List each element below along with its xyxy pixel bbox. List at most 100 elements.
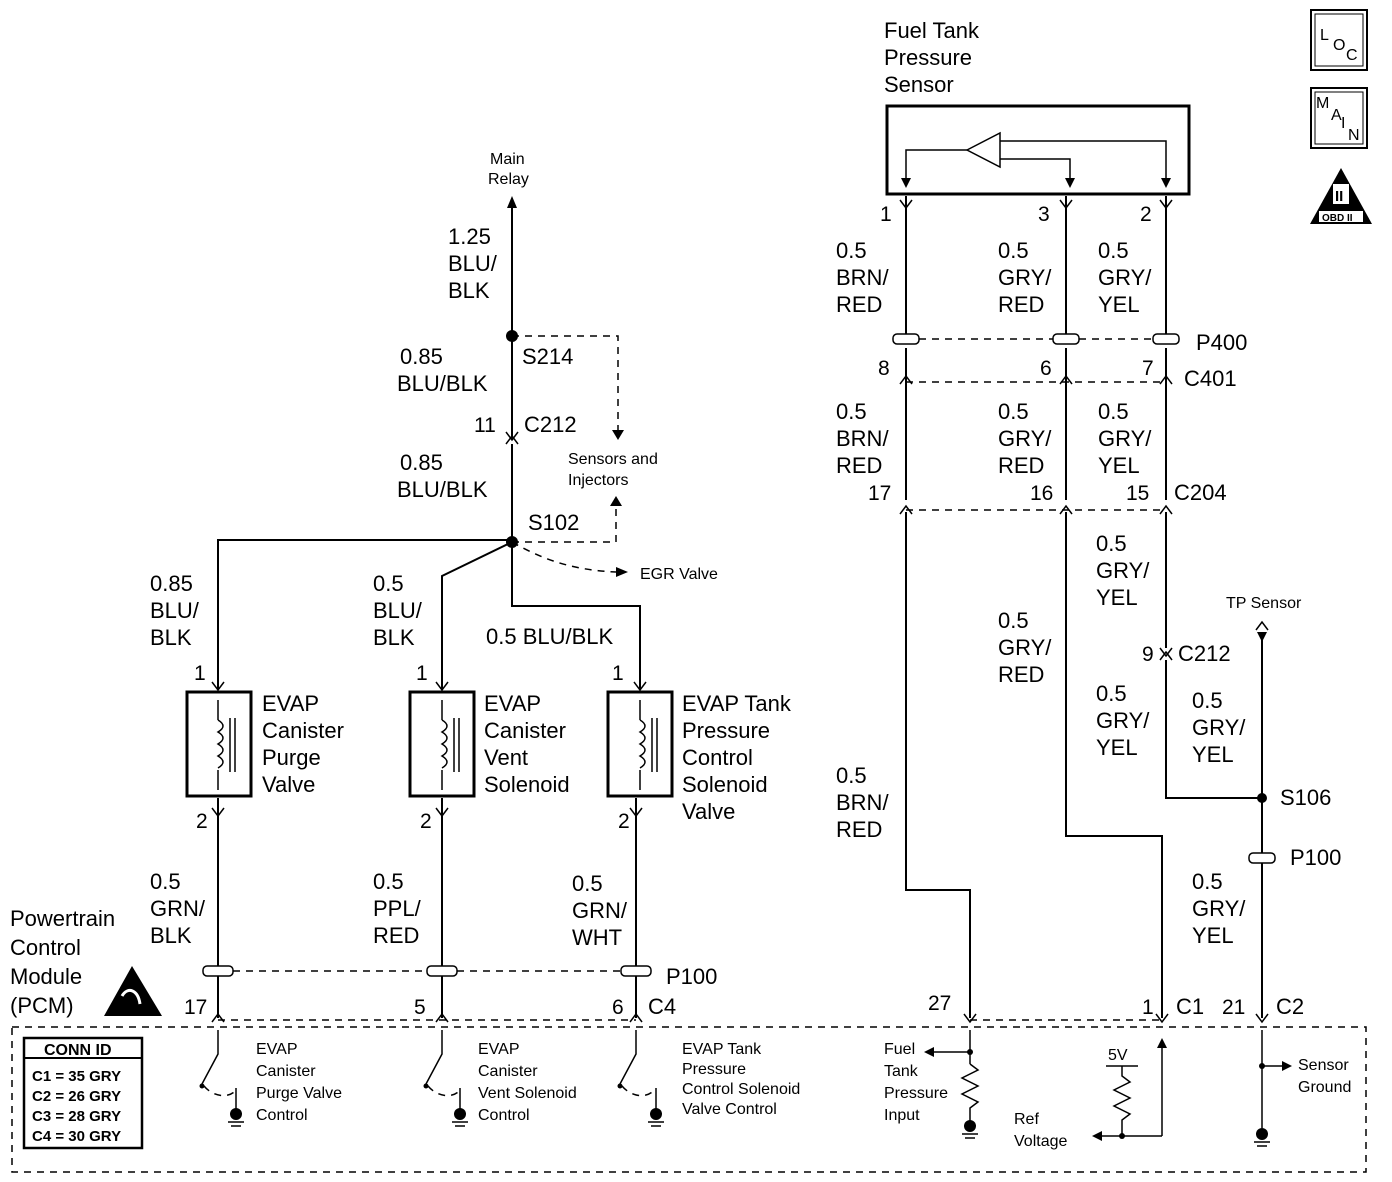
svg-text:Control: Control [10,935,81,960]
svg-text:YEL: YEL [1098,292,1140,317]
svg-text:N: N [1348,127,1360,144]
sensor-pin-1: 1 [880,203,892,226]
pcm-internal-purge: EVAP Canister Purge Valve Control [256,1041,342,1124]
svg-text:Pressure: Pressure [884,1085,948,1102]
svg-text:GRY/: GRY/ [1192,715,1246,740]
pcm-pin-purge: 17 [184,996,207,1019]
purge-control-switch [199,1030,244,1127]
svg-text:GRY/: GRY/ [1192,896,1246,921]
svg-text:EVAP Tank: EVAP Tank [682,1041,762,1058]
sensor-pin-2: 2 [1140,203,1152,226]
c204-pin-16: 16 [1030,482,1053,505]
svg-text:GRY/: GRY/ [998,635,1052,660]
wire-label-gry-red-3: 0.5 GRY/ RED [998,608,1052,687]
svg-text:GRY/: GRY/ [1096,708,1150,733]
svg-text:0.5: 0.5 [998,608,1029,633]
svg-text:RED: RED [373,923,419,948]
p400-pin-6: 6 [1040,357,1052,380]
s106-splice [1257,793,1267,803]
svg-text:0.5: 0.5 [836,763,867,788]
svg-text:0.5: 0.5 [1096,681,1127,706]
loc-icon[interactable]: LOC [1310,9,1368,71]
conn-id-row: C2 = 26 GRY [32,1088,121,1105]
svg-text:Valve: Valve [682,799,735,824]
pcm-pin-ground: 21 [1222,996,1245,1019]
svg-text:Ref: Ref [1014,1111,1039,1128]
pcm-internal-sensor-ground: Sensor Ground [1298,1057,1351,1096]
svg-text:Fuel Tank: Fuel Tank [884,18,980,43]
svg-text:RED: RED [998,292,1044,317]
c2-label: C2 [1276,994,1304,1019]
svg-text:RED: RED [836,292,882,317]
svg-text:Sensor: Sensor [884,72,954,97]
svg-text:Pressure: Pressure [884,45,972,70]
p100-left-connector [202,965,652,977]
pcm-box [11,1026,1367,1173]
pcm-internal-fuel-input: Fuel Tank Pressure Input [884,1041,948,1124]
wire-label-purge-feed: 0.85 BLU/ BLK [150,571,200,650]
c401-label: C401 [1184,366,1237,391]
svg-text:0.5: 0.5 [150,869,181,894]
c204-label: C204 [1174,480,1227,505]
sensors-injectors-label: Injectors [568,472,628,489]
p100-right-connector [1248,852,1276,864]
c212-pin: 11 [474,414,496,437]
purge-pin-top: 1 [194,662,206,685]
svg-text:Input: Input [884,1107,920,1124]
svg-text:GRY/: GRY/ [1098,265,1152,290]
svg-text:EVAP: EVAP [478,1041,520,1058]
pcm-internal-tank: EVAP Tank Pressure Control Solenoid Valv… [682,1041,800,1118]
svg-text:YEL: YEL [1192,742,1234,767]
svg-text:EVAP: EVAP [484,691,541,716]
svg-text:A: A [1331,107,1342,124]
svg-text:L: L [1320,27,1329,44]
conn-id-title: CONN ID [44,1042,112,1059]
svg-text:O: O [1333,37,1345,54]
svg-text:Vent: Vent [484,745,528,770]
conn-id-row: C3 = 28 GRY [32,1108,121,1125]
svg-text:EVAP: EVAP [262,691,319,716]
obd-ii-icon[interactable]: II OBD II [1310,168,1372,224]
svg-text:C: C [1346,47,1358,64]
svg-text:0.5: 0.5 [1096,531,1127,556]
wire-label-gry-yel-4: 0.5 GRY/ YEL [1096,681,1150,760]
wire-label-tank-ctrl: 0.5 GRN/ WHT [572,871,628,950]
wire-label-purge-ctrl: 0.5 GRN/ BLK [150,869,206,948]
wire-label-gry-red-1: 0.5 GRY/ RED [998,238,1052,317]
tank-solenoid-name: EVAP Tank Pressure Control Solenoid Valv… [682,691,792,824]
sensors-injectors-label: Sensors and [568,451,658,468]
wire-label-vent-ctrl: 0.5 PPL/ RED [373,869,422,948]
c204-pin-17: 17 [868,482,891,505]
vent-pin-top: 1 [416,662,428,685]
svg-text:PPL/: PPL/ [373,896,422,921]
svg-text:BLU/BLK: BLU/BLK [397,477,488,502]
svg-text:Powertrain: Powertrain [10,906,115,931]
svg-text:BRN/: BRN/ [836,265,889,290]
conn-id-table: CONN ID C1 = 35 GRY C2 = 26 GRY C3 = 28 … [22,1036,144,1150]
wire-label-gry-yel-3: 0.5 GRY/ YEL [1096,531,1150,610]
svg-text:Purge: Purge [262,745,321,770]
svg-text:Canister: Canister [478,1063,538,1080]
s106-label: S106 [1280,785,1331,810]
tank-pin-bottom: 2 [618,810,630,833]
svg-text:0.5: 0.5 [572,871,603,896]
svg-text:Purge Valve: Purge Valve [256,1085,342,1102]
s214-label: S214 [522,344,573,369]
pcm-internal-ref-voltage: Ref Voltage [1014,1111,1067,1150]
vent-solenoid-box [408,690,476,798]
svg-text:Canister: Canister [484,718,566,743]
vent-pin-bottom: 2 [420,810,432,833]
svg-text:Control: Control [256,1107,308,1124]
wire-label-s214-c212: 0.85 BLU/BLK [397,344,488,396]
conn-id-row: C4 = 30 GRY [32,1128,121,1145]
s102-label: S102 [528,510,579,535]
svg-text:Canister: Canister [262,718,344,743]
svg-text:Pressure: Pressure [682,1061,746,1078]
svg-text:Voltage: Voltage [1014,1133,1067,1150]
svg-text:RED: RED [836,817,882,842]
svg-text:Valve Control: Valve Control [682,1101,777,1118]
fuel-tank-pressure-sensor-box [885,104,1191,196]
svg-text:BLK: BLK [150,625,192,650]
